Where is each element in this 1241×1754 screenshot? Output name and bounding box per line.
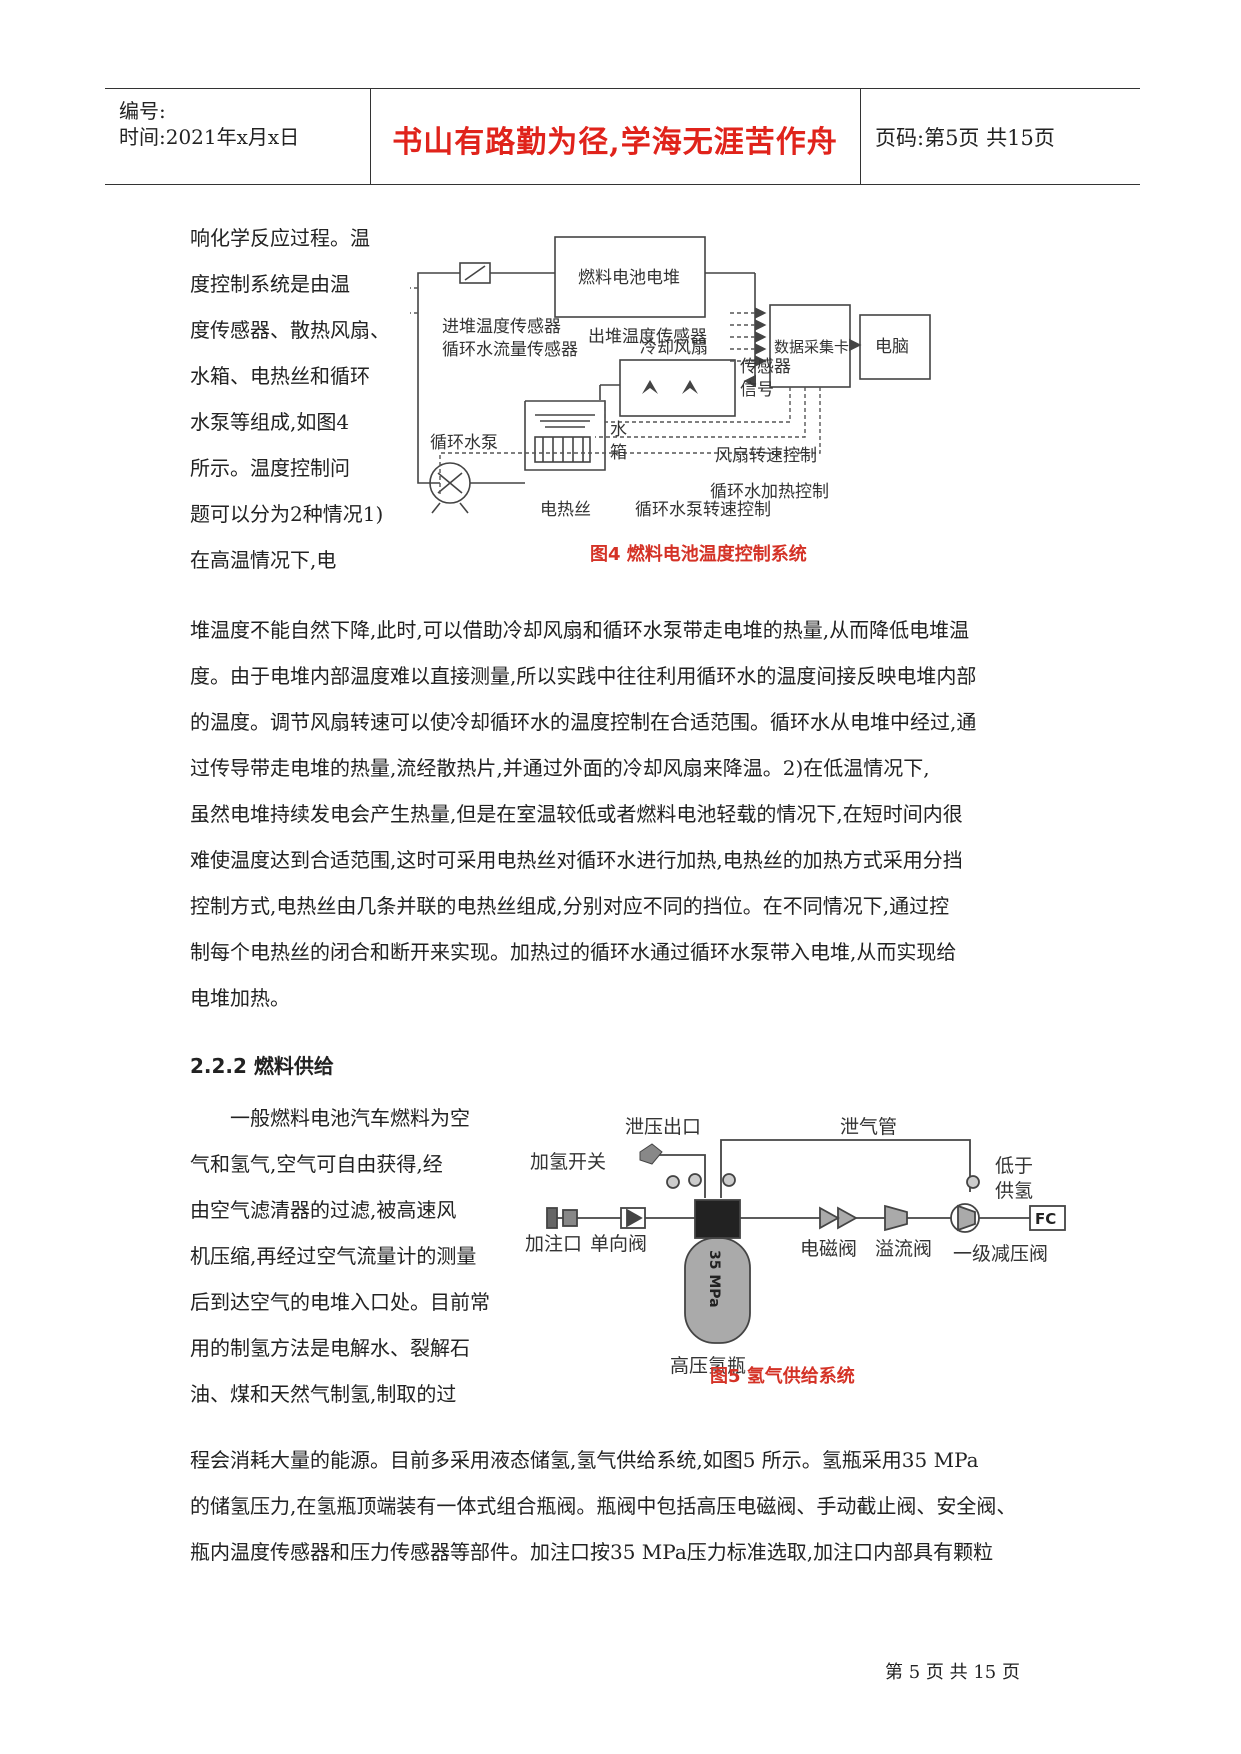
p1-left-line: 题可以分为2种情况1) [190, 502, 384, 526]
fig5-check-valve: 单向阀 [590, 1233, 647, 1255]
p2-full-line: 瓶内温度传感器和压力传感器等部件。加注口按35 MPa压力标准选取,加注口内部具… [190, 1540, 994, 1564]
p2-left-line: 用的制氢方法是电解水、裂解石 [190, 1336, 470, 1360]
fig4-daq: 数据采集卡 [774, 338, 849, 356]
fig4-heater: 电热丝 [540, 500, 591, 520]
page-header: 编号: 时间:2021年x月x日 书山有路勤为径,学海无涯苦作舟 页码:第5页 … [105, 88, 1140, 185]
paragraph-2-full: 程会消耗大量的能源。目前多采用液态储氢,氢气供给系统,如图5 所示。氢瓶采用35… [190, 1437, 1070, 1575]
fig5-vent-pipe: 泄气管 [840, 1116, 897, 1138]
p1-full-line: 的温度。调节风扇转速可以使冷却循环水的温度控制在合适范围。循环水从电堆中经过,通 [190, 710, 977, 734]
header-motto: 书山有路勤为径,学海无涯苦作舟 [392, 125, 838, 160]
p1-full-line: 虽然电堆持续发电会产生热量,但是在室温较低或者燃料电池轻载的情况下,在短时间内很 [190, 802, 963, 826]
fig5-h2-switch: 加氢开关 [530, 1151, 606, 1173]
p2-full-line: 程会消耗大量的能源。目前多采用液态储氢,氢气供给系统,如图5 所示。氢瓶采用35… [190, 1448, 979, 1472]
fig5-low-supply-2: 供氢 [995, 1180, 1033, 1202]
p2-full-line: 的储氢压力,在氢瓶顶端装有一体式组合瓶阀。瓶阀中包括高压电磁阀、手动截止阀、安全… [190, 1494, 1017, 1518]
paragraph-1-left: 响化学反应过程。温度控制系统是由温度传感器、散热风扇、水箱、电热丝和循环水泵等组… [190, 215, 400, 583]
fig4-tank-2: 箱 [610, 443, 627, 463]
stack-box [554, 236, 706, 318]
fig4-caption: 图4 燃料电池温度控制系统 [590, 543, 807, 565]
fig4-signal-2: 信号 [740, 380, 774, 400]
tank-valve-block [694, 1199, 741, 1239]
header-left-cell: 编号: 时间:2021年x月x日 [105, 89, 371, 184]
figure-4-temperature-control: 燃料电池电堆 进堆温度传感器 循环水流量传感器 出堆温度传感器 冷却风扇 传感器… [410, 236, 931, 565]
p2-left-line: 机压缩,再经过空气流量计的测量 [190, 1244, 477, 1268]
p1-full-line: 度。由于电堆内部温度难以直接测量,所以实践中往往利用循环水的温度间接反映电堆内部 [190, 664, 977, 688]
p1-full-line: 难使温度达到合适范围,这时可采用电热丝对循环水进行加热,电热丝的加热方式采用分挡 [190, 848, 963, 872]
doc-number-label: 编号: [119, 99, 166, 123]
header-motto-cell: 书山有路勤为径,学海无涯苦作舟 [370, 89, 861, 184]
page-footer: 第 5 页 共 15 页 [885, 1662, 1020, 1683]
fig4-cooling-fan: 冷却风扇 [640, 338, 708, 358]
fig4-pump-ctrl: 循环水泵转速控制 [635, 500, 771, 520]
fig5-tank-label: 35 MPa [706, 1250, 722, 1308]
fig5-reducer: 一级减压阀 [953, 1243, 1048, 1265]
p1-full-line: 控制方式,电热丝由几条并联的电热丝组成,分别对应不同的挡位。在不同情况下,通过控 [190, 894, 950, 918]
p2-left-line: 后到达空气的电堆入口处。目前常 [190, 1290, 490, 1314]
fig5-fc: FC [1035, 1210, 1056, 1228]
p1-full-line: 过传导带走电堆的热量,流经散热片,并通过外面的冷却风扇来降温。2)在低温情况下, [190, 756, 930, 780]
fig5-overflow: 溢流阀 [875, 1238, 932, 1260]
paragraph-2-left: 一般燃料电池汽车燃料为空气和氢气,空气可自由获得,经由空气滤清器的过滤,被高速风… [190, 1095, 510, 1417]
p2-left-line: 气和氢气,空气可自由获得,经 [190, 1152, 443, 1176]
vent-outlet-symbol [639, 1143, 663, 1165]
figure-5-caption-wrap: 图5 氢气供给系统 [710, 1365, 855, 1387]
fig4-stack-label: 燃料电池电堆 [578, 268, 680, 288]
doc-time-label: 时间:2021年x月x日 [119, 125, 300, 149]
fig5-vent-outlet: 泄压出口 [625, 1116, 701, 1138]
p1-full-line: 制每个电热丝的闭合和断开来实现。加热过的循环水通过循环水泵带入电堆,从而实现给 [190, 940, 957, 964]
p2-left-line: 由空气滤清器的过滤,被高速风 [190, 1198, 457, 1222]
p1-left-line: 所示。温度控制问 [190, 456, 350, 480]
p2-left-line: 一般燃料电池汽车燃料为空 [230, 1106, 470, 1130]
fig4-flow-sensor: 循环水流量传感器 [442, 340, 578, 360]
p2-left-line: 油、煤和天然气制氢,制取的过 [190, 1382, 457, 1406]
p1-left-line: 度传感器、散热风扇、 [190, 318, 390, 342]
fig4-pump: 循环水泵 [430, 433, 498, 453]
fig5-low-supply-1: 低于 [995, 1155, 1033, 1177]
p1-left-line: 响化学反应过程。温 [190, 226, 370, 250]
p1-left-line: 度控制系统是由温 [190, 272, 350, 296]
p1-left-line: 水箱、电热丝和循环 [190, 364, 370, 388]
fig5-solenoid: 电磁阀 [800, 1238, 857, 1260]
p1-left-line: 水泵等组成,如图4 [190, 410, 350, 434]
cooling-fan-box [619, 359, 736, 417]
p1-full-line: 堆温度不能自然下降,此时,可以借助冷却风扇和循环水泵带走电堆的热量,从而降低电堆… [190, 618, 970, 642]
header-right-cell: 页码:第5页 共15页 [860, 89, 1140, 184]
section-heading: 2.2.2 燃料供给 [190, 1054, 334, 1078]
figure-5-hydrogen-supply: 泄压出口 泄气管 加氢开关 低于 供氢 FC 加注口 单向阀 35 MPa 电磁… [525, 1116, 1066, 1377]
fig5-inlet: 加注口 [525, 1233, 582, 1255]
fig4-outlet-sensor: 出堆温度传感器 [588, 327, 707, 347]
p1-left-line: 在高温情况下,电 [190, 548, 337, 572]
fig4-inlet-sensor: 进堆温度传感器 [442, 317, 561, 337]
fig4-fan-ctrl: 风扇转速控制 [715, 446, 817, 466]
fig4-heat-ctrl: 循环水加热控制 [710, 482, 829, 502]
fig5-caption: 图5 氢气供给系统 [710, 1365, 855, 1387]
fig4-signal-1: 传感器 [740, 357, 791, 377]
header-page-label: 页码:第5页 共15页 [875, 126, 1055, 150]
fig4-tank-1: 水 [610, 420, 627, 440]
fig4-computer: 电脑 [875, 337, 909, 357]
paragraph-1-full: 堆温度不能自然下降,此时,可以借助冷却风扇和循环水泵带走电堆的热量,从而降低电堆… [190, 607, 1070, 1021]
p1-full-line: 电堆加热。 [190, 986, 290, 1010]
fig5-tank: 高压氢瓶 [670, 1355, 746, 1377]
